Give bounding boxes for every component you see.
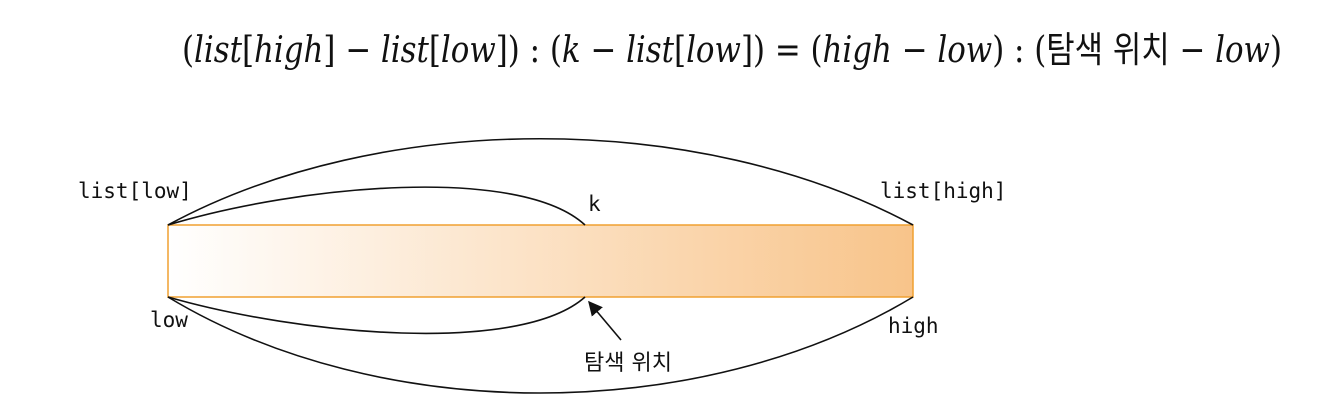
formula-part: low bbox=[937, 30, 992, 71]
formula-part: high bbox=[823, 30, 892, 71]
search-range-bar bbox=[167, 224, 914, 298]
high-label: high bbox=[888, 314, 939, 338]
search-position-arrow-icon bbox=[588, 300, 622, 341]
formula-part: − bbox=[335, 30, 380, 71]
formula-part: [ bbox=[674, 30, 686, 71]
formula-part: − bbox=[892, 30, 937, 71]
formula-part: low bbox=[1215, 30, 1270, 71]
list-low-to-list-high-arc bbox=[167, 138, 914, 226]
formula-part: ] bbox=[323, 30, 335, 71]
formula-part: k bbox=[562, 30, 581, 71]
ratio-formula: (list[high] − list[low]) : (k − list[low… bbox=[182, 30, 1282, 71]
formula-part: low bbox=[441, 30, 496, 71]
formula-part: ) : (탐색 위치 − bbox=[992, 30, 1215, 71]
formula-part: list bbox=[194, 30, 242, 71]
formula-part: list bbox=[626, 30, 674, 71]
search-position-label: 탐색 위치 bbox=[584, 351, 672, 376]
low-to-search-position-arc bbox=[167, 296, 586, 335]
formula-part: ( bbox=[182, 30, 194, 71]
list-high-label: list[high] bbox=[880, 179, 1006, 203]
formula-part: list bbox=[381, 30, 429, 71]
formula-part: ) bbox=[1270, 30, 1282, 71]
list-low-label: list[low] bbox=[78, 179, 192, 203]
low-to-high-arc bbox=[167, 296, 914, 394]
formula-part: ]) = ( bbox=[741, 30, 823, 71]
formula-part: [ bbox=[242, 30, 254, 71]
formula-part: low bbox=[686, 30, 741, 71]
low-label: low bbox=[150, 308, 188, 332]
k-label: k bbox=[588, 192, 601, 216]
formula-part: − bbox=[581, 30, 626, 71]
formula-part: high bbox=[254, 30, 323, 71]
list-low-to-k-arc bbox=[167, 186, 586, 226]
formula-part: ]) : ( bbox=[496, 30, 562, 71]
formula-part: [ bbox=[429, 30, 441, 71]
